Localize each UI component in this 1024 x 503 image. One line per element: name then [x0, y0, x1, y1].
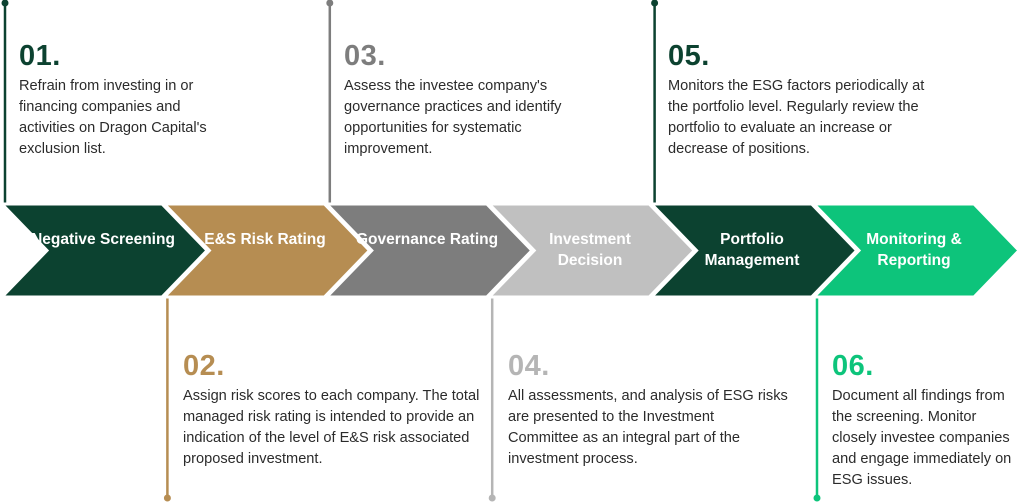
- chevron-step-3: [323, 202, 534, 299]
- step-number: 03.: [344, 40, 386, 72]
- chevron-label-es-risk-rating: E&S Risk Rating: [204, 231, 326, 248]
- step-text: Refrain from investing in or financing c…: [19, 78, 207, 157]
- step-02-description: 02. Assign risk scores to each company. …: [183, 350, 483, 470]
- chevron-label-negative-screening: Negative Screening: [31, 231, 175, 248]
- connector-dot-1: [1, 0, 9, 7]
- connector-dot-6: [813, 494, 821, 502]
- chevron-step-4: [485, 202, 697, 299]
- step-text: Assign risk scores to each company. The …: [183, 388, 480, 467]
- chevron-label-portfolio-management: Portfolio Management: [704, 231, 800, 269]
- step-01-description: 01. Refrain from investing in or financi…: [19, 40, 219, 160]
- connector-dot-5: [651, 0, 659, 7]
- step-number: 04.: [508, 350, 550, 382]
- step-number: 06.: [832, 350, 874, 382]
- chevron-label-governance-rating: Governance Rating: [355, 231, 499, 248]
- chevron-step-5: [648, 202, 859, 299]
- connector-dot-3: [326, 0, 334, 7]
- step-text: Monitors the ESG factors periodically at…: [668, 78, 925, 157]
- chevron-step-6: [810, 202, 1022, 299]
- step-text: All assessments, and analysis of ESG ris…: [508, 388, 788, 467]
- step-04-description: 04. All assessments, and analysis of ESG…: [508, 350, 788, 470]
- chevron-label-monitoring-reporting: Monitoring & Reporting: [866, 231, 962, 269]
- step-text: Assess the investee company's governance…: [344, 78, 562, 157]
- step-number: 02.: [183, 350, 225, 382]
- step-03-description: 03. Assess the investee company's govern…: [344, 40, 584, 160]
- chevron-label-investment-decision: Investment Decision: [549, 231, 631, 269]
- connector-dot-2: [163, 494, 171, 502]
- step-text: Document all findings from the screening…: [832, 388, 1012, 488]
- chevron-step-2: [160, 202, 372, 299]
- step-05-description: 05. Monitors the ESG factors periodicall…: [668, 40, 948, 160]
- connector-dot-4: [488, 494, 496, 502]
- step-06-description: 06. Document all findings from the scree…: [832, 350, 1012, 491]
- step-number: 01.: [19, 40, 61, 72]
- step-number: 05.: [668, 40, 710, 72]
- chevron-step-1: [0, 202, 210, 299]
